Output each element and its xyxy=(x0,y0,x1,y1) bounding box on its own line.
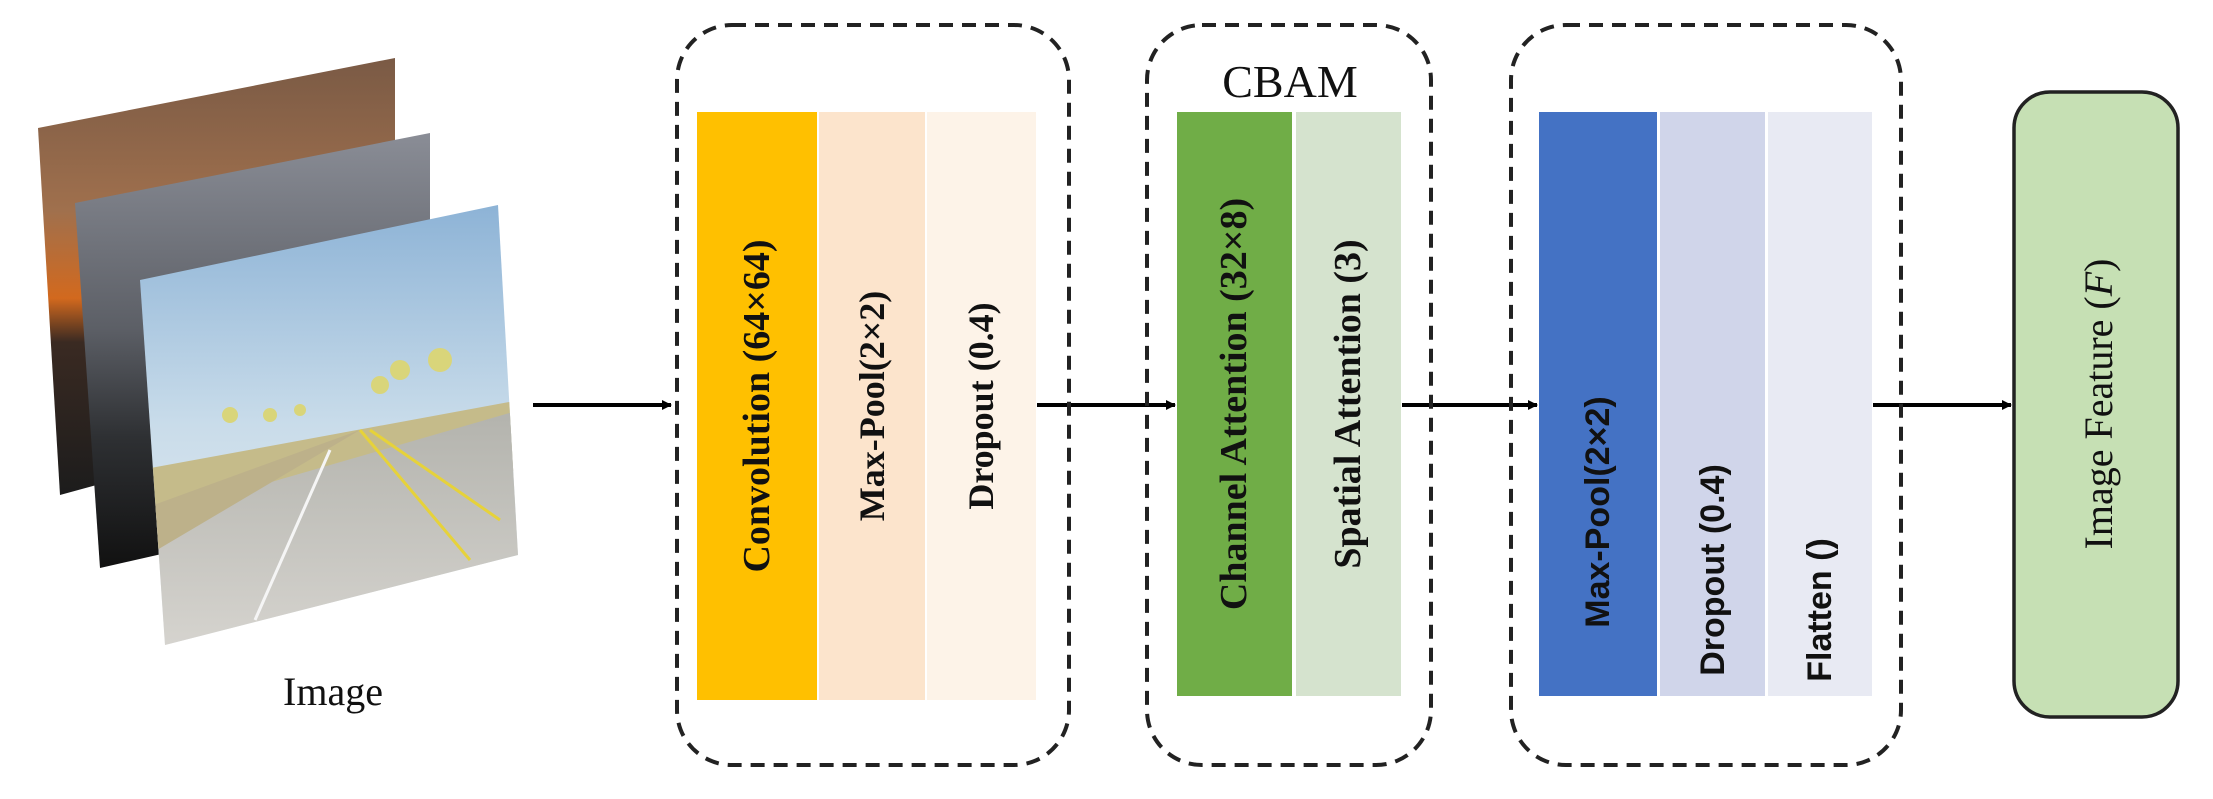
cbam-block-border xyxy=(1145,23,1433,767)
layer-dropout-1: Dropout (0.4) xyxy=(927,112,1036,700)
conv-block: Convolution (64×64) Max-Pool(2×2) Dropou… xyxy=(675,23,1071,767)
layer-maxpool-2: Max-Pool(2×2) xyxy=(1539,112,1657,696)
output-feature: Image Feature (F) xyxy=(2012,90,2180,719)
layer-dropout-2-bar xyxy=(1660,112,1765,696)
layer-convolution: Convolution (64×64) xyxy=(697,112,817,700)
output-feature-text: Image Feature ( xyxy=(2076,296,2121,549)
input-image-stack: Image xyxy=(38,58,518,714)
layer-convolution-label: Convolution (64×64) xyxy=(736,239,778,572)
layer-dropout-2: Dropout (0.4) xyxy=(1660,112,1765,696)
layer-maxpool-1-label: Max-Pool(2×2) xyxy=(852,291,892,521)
layer-spatial-attention-label: Spatial Attention (3) xyxy=(1327,239,1369,568)
layer-maxpool-1-bar xyxy=(819,112,925,700)
pool-flatten-block-border xyxy=(1509,23,1903,767)
layer-flatten-bar xyxy=(1768,112,1872,696)
pool-flatten-block: Max-Pool(2×2) Dropout (0.4) Flatten () xyxy=(1509,23,1903,767)
layer-spatial-attention: Spatial Attention (3) xyxy=(1296,112,1401,696)
layer-convolution-bar xyxy=(697,112,817,700)
layer-dropout-1-label: Dropout (0.4) xyxy=(961,302,1001,509)
pool-flatten-layers: Max-Pool(2×2) Dropout (0.4) Flatten () xyxy=(1539,112,1872,696)
layer-spatial-attention-bar xyxy=(1296,112,1401,696)
output-feature-suffix: ) xyxy=(2076,259,2121,272)
cbam-layers: Channel Attention (32×8) Spatial Attenti… xyxy=(1177,112,1401,696)
layer-channel-attention-label: Channel Attention (32×8) xyxy=(1213,198,1255,610)
layer-channel-attention-bar xyxy=(1177,112,1292,696)
output-feature-label: Image Feature (F) xyxy=(2076,259,2121,550)
layer-channel-attention: Channel Attention (32×8) xyxy=(1177,112,1292,696)
layer-maxpool-2-bar xyxy=(1539,112,1657,696)
input-image-label: Image xyxy=(283,669,383,714)
output-feature-symbol: F xyxy=(2076,271,2121,297)
layer-maxpool-2-label: Max-Pool(2×2) xyxy=(1579,396,1617,627)
image-frame-front xyxy=(140,205,518,645)
cbam-block: CBAM Channel Attention (32×8) Spatial At… xyxy=(1145,23,1433,767)
output-feature-box xyxy=(2012,90,2180,719)
conv-block-border xyxy=(675,23,1071,767)
layer-flatten: Flatten () xyxy=(1768,112,1872,696)
layer-dropout-2-label: Dropout (0.4) xyxy=(1694,464,1732,676)
cbam-title: CBAM xyxy=(1222,56,1357,107)
conv-block-layers: Convolution (64×64) Max-Pool(2×2) Dropou… xyxy=(697,112,1036,700)
layer-maxpool-1: Max-Pool(2×2) xyxy=(819,112,925,700)
layer-dropout-1-bar xyxy=(927,112,1036,700)
layer-flatten-label: Flatten () xyxy=(1801,538,1839,682)
